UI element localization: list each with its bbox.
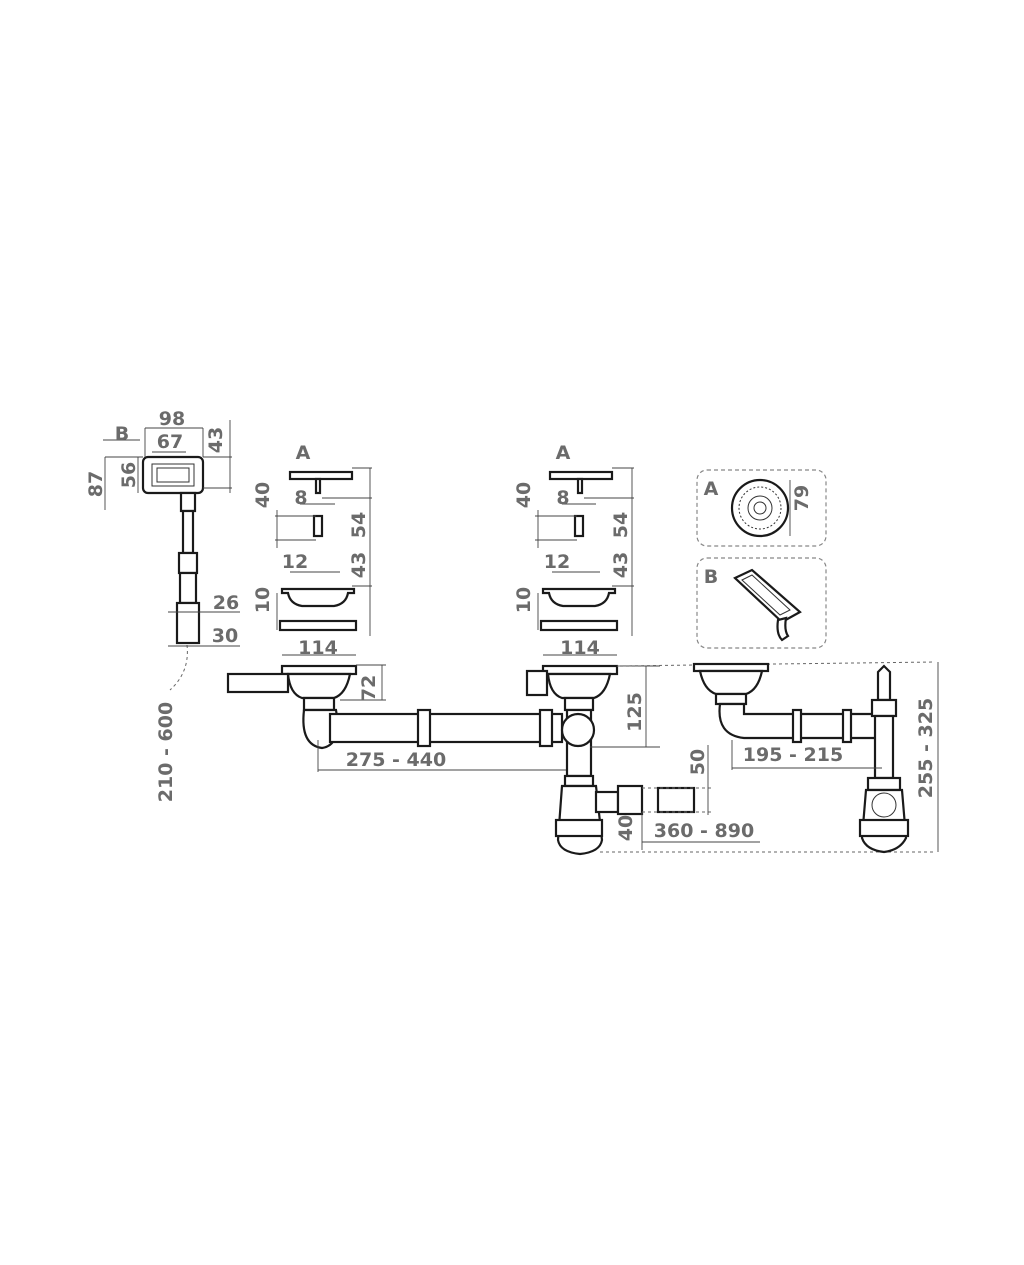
dim-middle-strainer-height: 10 <box>513 587 535 613</box>
dim-outlet-length: 360 - 890 <box>654 820 754 842</box>
dim-overflow-height-inner: 56 <box>118 462 140 488</box>
dim-strainer-diameter: 79 <box>791 485 813 511</box>
dim-left-screw-dia: 12 <box>282 551 308 573</box>
dim-left-body-height: 72 <box>358 675 380 701</box>
dim-left-stem-dia: 8 <box>294 487 307 509</box>
dim-adapter-outer: 50 <box>687 749 709 775</box>
inset-b-overflow <box>696 557 827 649</box>
dim-adapter-inner: 40 <box>615 815 637 841</box>
middle-callout-a: A <box>556 442 571 464</box>
inset-a-strainer <box>696 469 827 547</box>
dim-middle-screw-dia: 12 <box>544 551 570 573</box>
dim-left-diameter: 114 <box>298 637 338 659</box>
dim-connector-length: 275 - 440 <box>346 749 446 771</box>
dim-right-pipe-length: 195 - 215 <box>743 744 843 766</box>
dim-left-stem-height: 40 <box>252 482 274 508</box>
right-drain-variant <box>692 662 939 854</box>
dim-left-upper-height: 54 <box>348 512 370 538</box>
dim-trap-height: 125 <box>624 692 646 732</box>
dim-left-lower-height: 43 <box>348 552 370 578</box>
middle-drain-components <box>525 467 936 856</box>
dim-middle-stem-height: 40 <box>513 482 535 508</box>
dim-left-strainer-height: 10 <box>252 587 274 613</box>
dim-middle-upper-height: 54 <box>610 512 632 538</box>
dim-overflow-height-outer: 87 <box>85 471 107 497</box>
dim-middle-diameter: 114 <box>560 637 600 659</box>
left-drain-components <box>226 467 578 772</box>
inset-callout-a: A <box>704 478 719 500</box>
dim-middle-stem-dia: 8 <box>556 487 569 509</box>
dim-hose-length: 210 - 600 <box>155 702 177 802</box>
overflow-assembly <box>103 420 240 691</box>
dim-right-total-height: 255 - 325 <box>915 698 937 798</box>
overflow-callout-b: B <box>115 423 129 445</box>
dim-overflow-width-outer: 98 <box>159 408 185 430</box>
dim-hose-outer: 30 <box>212 625 238 647</box>
left-callout-a: A <box>296 442 311 464</box>
dim-overflow-depth: 43 <box>205 427 227 453</box>
inset-callout-b: B <box>704 566 718 588</box>
dim-overflow-width-inner: 67 <box>157 431 183 453</box>
dim-hose-inner: 26 <box>213 592 239 614</box>
dim-middle-lower-height: 43 <box>610 552 632 578</box>
